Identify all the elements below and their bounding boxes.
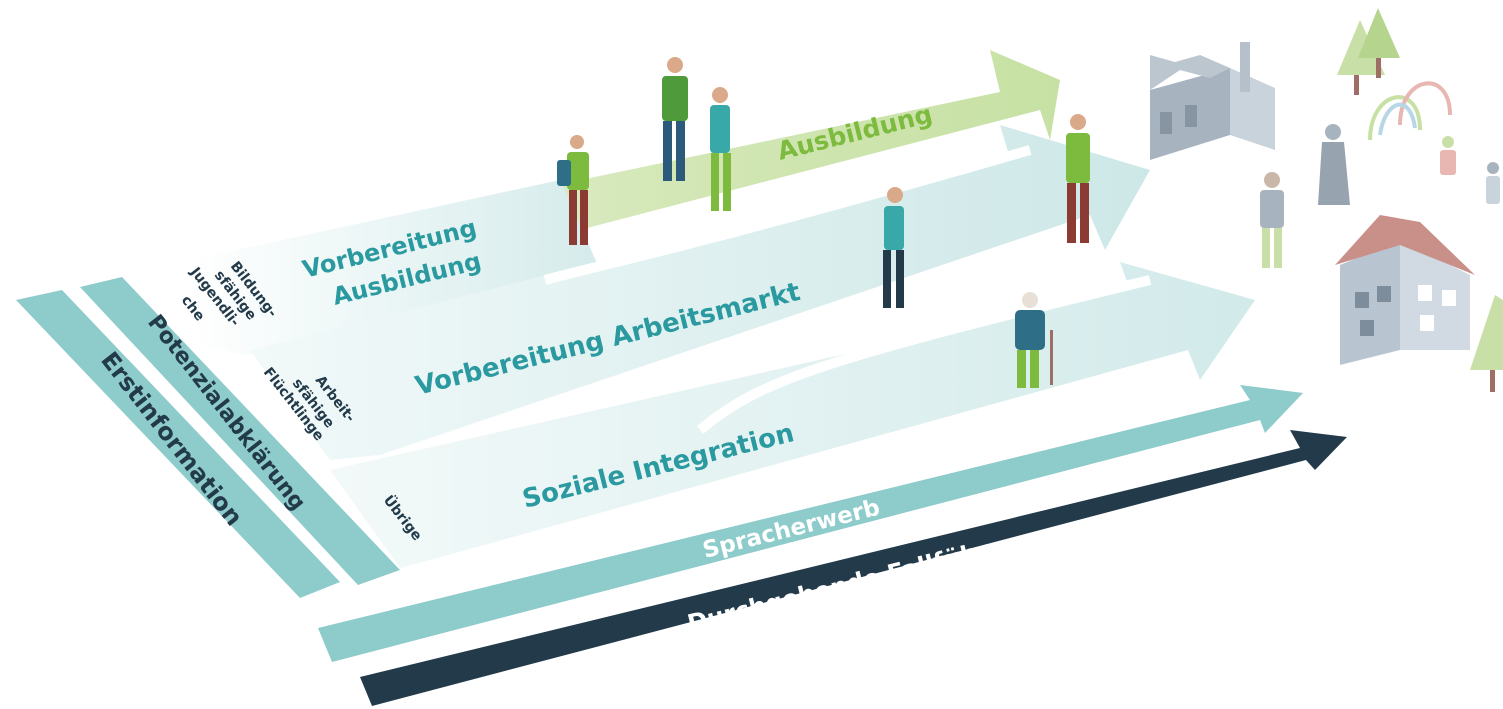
separator-curve-bottom: [696, 275, 1152, 434]
vorbereitung-arbeitsmarkt-arrow: [250, 125, 1150, 460]
person-figure: [1440, 136, 1456, 175]
potenzialabklaerung-bar: [80, 277, 400, 585]
house-building: [1335, 215, 1475, 365]
playground-icon: [1368, 81, 1452, 141]
vorbereitung-ausbildung-band: [190, 180, 600, 355]
fallfuehrung-band: [360, 430, 1347, 706]
person-figure: [662, 57, 688, 181]
tree-icon: [1337, 8, 1400, 95]
erstinformation-bar: [16, 290, 340, 598]
person-figure: [1066, 114, 1090, 243]
person-figure: [1486, 162, 1500, 204]
person-figure: [1015, 292, 1053, 388]
person-figure: [710, 87, 731, 211]
person-figure: [1318, 124, 1350, 205]
person-figure: [883, 187, 904, 308]
separator-curve-top: [543, 145, 1032, 285]
tree-icon: [1470, 295, 1503, 392]
factory-building: [1150, 42, 1275, 160]
person-figure: [557, 135, 589, 245]
person-figure: [1260, 172, 1284, 268]
spracherwerb-band: [318, 385, 1303, 662]
